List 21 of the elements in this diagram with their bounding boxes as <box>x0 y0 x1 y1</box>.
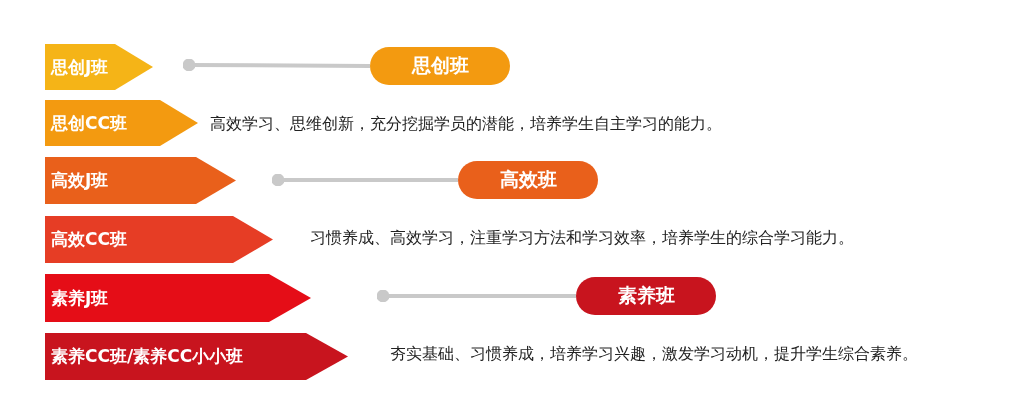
description-text: 高效学习、思维创新，充分挖掘学员的潜能，培养学生自主学习的能力。 <box>210 114 722 135</box>
arrow-band <box>45 216 273 263</box>
band-label: 素养J班 <box>51 286 109 310</box>
band-label: 高效J班 <box>51 169 109 192</box>
band-label: 思创CC班 <box>51 111 127 135</box>
band-label: 思创J班 <box>51 55 109 79</box>
description-text: 夯实基础、习惯养成，培养学习兴趣，激发学习动机，提升学生综合素养。 <box>390 344 918 365</box>
category-pill: 素养班 <box>576 277 716 315</box>
arrow-band <box>45 333 348 380</box>
description-text: 习惯养成、高效学习，注重学习方法和学习效率，培养学生的综合学习能力。 <box>310 228 854 249</box>
category-pill: 思创班 <box>370 47 510 85</box>
category-pill: 高效班 <box>458 161 598 199</box>
arrow-band <box>45 274 311 322</box>
arrow-band <box>45 157 236 204</box>
band-label: 高效CC班 <box>51 228 127 251</box>
band-label: 素养CC班/素养CC小小班 <box>51 345 244 368</box>
arrow-band <box>45 44 153 90</box>
arrow-band <box>45 100 198 146</box>
connector-line <box>182 58 370 72</box>
connector-line <box>376 289 576 303</box>
connector-line <box>271 173 458 187</box>
